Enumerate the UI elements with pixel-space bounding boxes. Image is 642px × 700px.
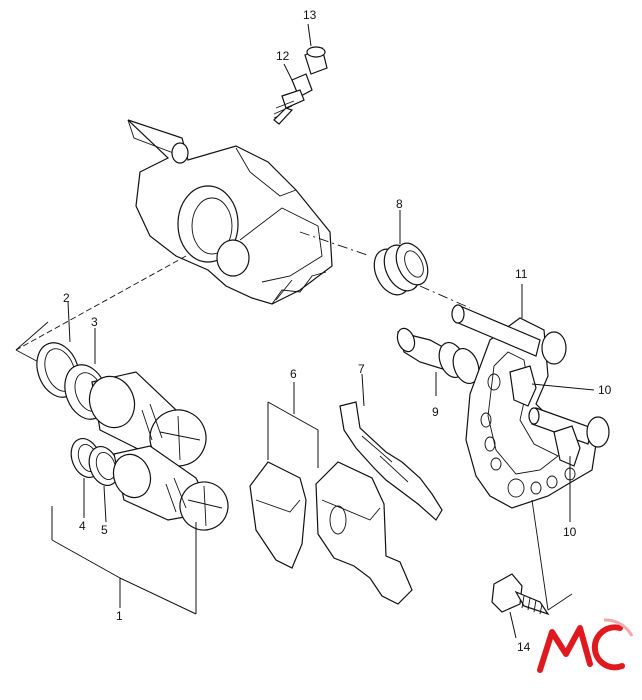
- mc-logo: [537, 618, 634, 673]
- guide-pin-part-9: [396, 327, 480, 396]
- piston-lower: [112, 445, 229, 531]
- callout-1: 1: [116, 609, 123, 623]
- callout-11: 11: [515, 267, 528, 281]
- callout-6: 6: [290, 367, 297, 381]
- callout-8: 8: [396, 197, 403, 211]
- callout-12: 12: [276, 49, 290, 63]
- callout-14: 14: [517, 640, 531, 654]
- callout-3: 3: [91, 315, 98, 329]
- caliper-body: [127, 119, 333, 305]
- mounting-bolt-part-14: [491, 499, 573, 639]
- bleeder-cap-part-13: [304, 23, 328, 75]
- seal-ring-part-5: [88, 446, 120, 523]
- brake-pads-part-6: [249, 382, 413, 605]
- guide-boot-part-8: [373, 210, 429, 296]
- piston-upper: [88, 371, 207, 467]
- callout-7: 7: [358, 362, 365, 376]
- callout-10-lower: 10: [563, 525, 577, 539]
- callout-4: 4: [79, 519, 86, 533]
- callout-10-upper: 10: [598, 383, 612, 397]
- callout-9: 9: [432, 405, 439, 419]
- bleeder-screw-part-12: [273, 63, 313, 125]
- callout-13: 13: [303, 8, 317, 22]
- callout-5: 5: [101, 523, 108, 537]
- callout-2: 2: [63, 291, 70, 305]
- piston-kit-bracket-part-1: [51, 506, 197, 615]
- anti-rattle-spring-part-7: [339, 373, 443, 521]
- pad-clip-part-10-lower: [553, 425, 581, 522]
- pad-clip-part-10-upper: [509, 365, 595, 407]
